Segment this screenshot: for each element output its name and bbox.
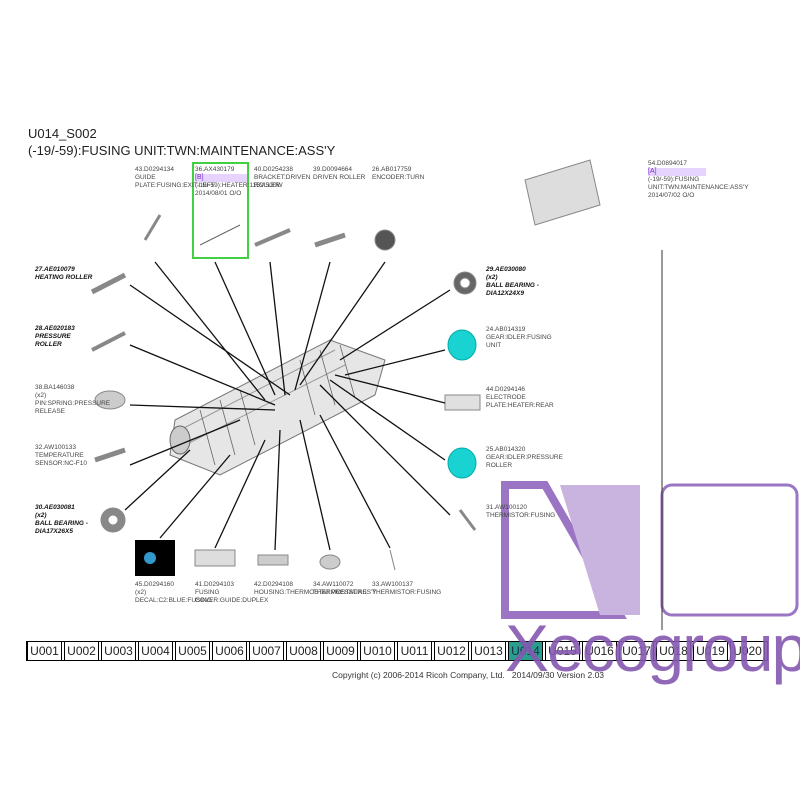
- nav-link-u008[interactable]: U008: [286, 642, 321, 660]
- part-label[interactable]: 45.D0294160(x2)DECAL:C2:BLUE:FUSING: [135, 581, 212, 604]
- nav-link-u002[interactable]: U002: [64, 642, 99, 660]
- nav-link-u018[interactable]: U018: [656, 642, 691, 660]
- nav-link-u005[interactable]: U005: [175, 642, 210, 660]
- nav-link-u012[interactable]: U012: [434, 642, 469, 660]
- nav-link-u015[interactable]: U015: [545, 642, 580, 660]
- nav-link-u003[interactable]: U003: [101, 642, 136, 660]
- nav-link-u001[interactable]: U001: [27, 642, 62, 660]
- copyright: Copyright (c) 2006-2014 Ricoh Company, L…: [332, 670, 605, 680]
- highlighted-part-box[interactable]: [192, 162, 249, 259]
- nav-link-u017[interactable]: U017: [619, 642, 654, 660]
- nav-link-u010[interactable]: U010: [360, 642, 395, 660]
- watermark-logo: [501, 481, 799, 619]
- part-label[interactable]: 38.BA146038(x2)PIN:SPRING:PRESSURE RELEA…: [35, 384, 111, 415]
- part-label[interactable]: 54.D0894017[A](-19/-59):FUSING UNIT:TWN:…: [648, 160, 749, 199]
- page-code: U014_S002: [28, 126, 97, 141]
- nav-link-u007[interactable]: U007: [249, 642, 284, 660]
- watermark-text: Xecogroup: [505, 611, 800, 685]
- nav-link-u020[interactable]: U020: [730, 642, 765, 660]
- nav-link-u019[interactable]: U019: [693, 642, 728, 660]
- nav-link-u011[interactable]: U011: [397, 642, 432, 660]
- nav-link-u006[interactable]: U006: [212, 642, 247, 660]
- part-label[interactable]: 30.AE030081(x2)BALL BEARING - DIA17X26X5: [35, 504, 88, 535]
- part-label[interactable]: 29.AE030080(x2)BALL BEARING - DIA12X24X9: [486, 266, 539, 297]
- nav-link-u009[interactable]: U009: [323, 642, 358, 660]
- part-label[interactable]: 36.AX430179[B](-19/-59):HEATER:115V:500W…: [195, 166, 283, 197]
- page-title: (-19/-59):FUSING UNIT:TWN:MAINTENANCE:AS…: [28, 143, 336, 158]
- nav-link-u014[interactable]: U014: [508, 642, 543, 660]
- nav-link-u004[interactable]: U004: [138, 642, 173, 660]
- nav-link-u016[interactable]: U016: [582, 642, 617, 660]
- nav-link-u013[interactable]: U013: [471, 642, 506, 660]
